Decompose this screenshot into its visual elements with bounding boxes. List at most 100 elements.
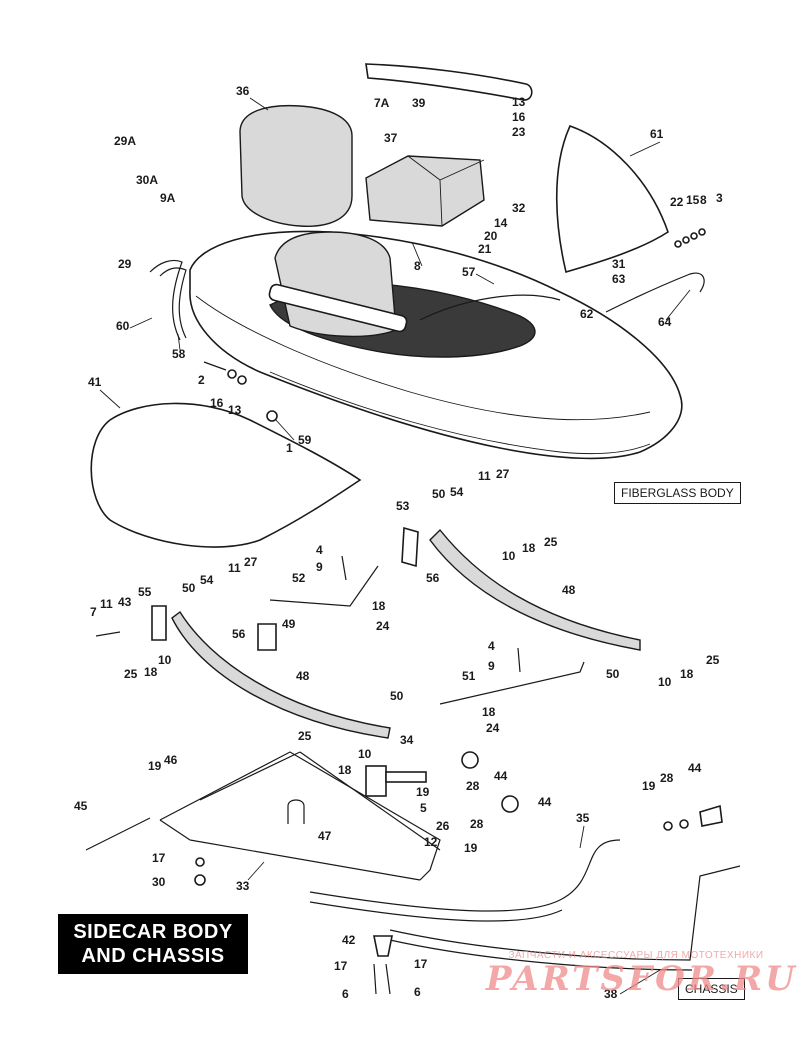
callout: 54 — [200, 573, 214, 587]
callout: 24 — [486, 721, 500, 735]
seat-cushion-edges — [407, 155, 485, 227]
rod-end-44-upper — [461, 751, 479, 769]
callout: 31 — [612, 257, 626, 271]
section-label-fiberglass-body: FIBERGLASS BODY — [614, 482, 741, 504]
callout: 48 — [296, 669, 310, 683]
callout: 1 — [286, 441, 293, 455]
callout: 18 — [144, 665, 158, 679]
mount-bolt-45 — [85, 817, 151, 851]
callout: 44 — [538, 795, 552, 809]
grommet-59 — [266, 410, 278, 422]
callout: 58 — [172, 347, 186, 361]
tonneau-cover — [90, 402, 362, 548]
seat-back-cushion — [239, 104, 353, 227]
callout: 18 — [680, 667, 694, 681]
bracket-42 — [373, 935, 393, 957]
callout: 10 — [658, 675, 672, 689]
bracket-49 — [257, 623, 277, 651]
washer-22 — [674, 240, 682, 248]
callout: 34 — [400, 733, 414, 747]
callout: 63 — [612, 272, 626, 286]
callout: 55 — [138, 585, 152, 599]
callout: 3 — [716, 191, 723, 205]
callout: 47 — [318, 829, 332, 843]
callout: 17 — [152, 851, 166, 865]
section-label-chassis: CHASSIS — [678, 978, 745, 1000]
callout: 13 — [228, 403, 242, 417]
callout: 7A — [374, 96, 390, 110]
callout: 59 — [298, 433, 312, 447]
washer-28-right — [679, 819, 689, 829]
callout: 29A — [114, 134, 136, 148]
callout: 38 — [604, 987, 618, 1001]
callout: 60 — [116, 319, 130, 333]
rod-end-44-right — [699, 804, 723, 827]
callout: 22 — [670, 195, 684, 209]
callout: 42 — [342, 933, 356, 947]
axle-shaft — [385, 771, 427, 783]
bolt-6-left — [373, 963, 377, 995]
callout: 10 — [502, 549, 516, 563]
callout: 16 — [210, 396, 224, 410]
callout: 57 — [462, 265, 476, 279]
callout: 25 — [544, 535, 558, 549]
bolt-4-lower — [517, 647, 521, 673]
diagram-title-box: SIDECAR BODY AND CHASSIS — [58, 914, 248, 974]
tube-38 — [389, 865, 741, 961]
screw-3 — [698, 228, 706, 236]
bolt-7 — [95, 631, 121, 637]
callout: 16 — [512, 110, 526, 124]
washer-30 — [194, 874, 206, 886]
callout: 9 — [488, 659, 495, 673]
callout: 48 — [562, 583, 576, 597]
callout: 11 — [100, 597, 113, 611]
callout: 33 — [236, 879, 250, 893]
callout: 56 — [426, 571, 440, 585]
callout: 10 — [358, 747, 372, 761]
watermark-caption: ЗАПЧАСТИ И АКСЕССУАРЫ ДЛЯ МОТОТЕХНИКИ — [508, 950, 764, 961]
hull-trim-strip — [149, 259, 183, 341]
callout: 30 — [152, 875, 166, 889]
washer-16 — [227, 369, 237, 379]
callout: 25 — [298, 729, 312, 743]
seat-front-bolster — [268, 283, 408, 333]
callout: 26 — [436, 819, 450, 833]
chassis-frame — [159, 751, 441, 881]
callout: 15 — [686, 193, 700, 207]
callout: 51 — [462, 669, 476, 683]
callout: 18 — [522, 541, 536, 555]
callout: 41 — [88, 375, 102, 389]
callout: 7 — [90, 605, 97, 619]
nut-8 — [690, 232, 698, 240]
washer-15 — [682, 236, 690, 244]
callout: 8 — [414, 259, 421, 273]
callout: 2 — [198, 373, 205, 387]
callout: 6 — [342, 987, 349, 1001]
callout: 62 — [580, 307, 594, 321]
callout: 39 — [412, 96, 426, 110]
callout: 49 — [282, 617, 296, 631]
callout: 19 — [148, 759, 162, 773]
callout: 52 — [292, 571, 306, 585]
callout: 43 — [118, 595, 132, 609]
grab-rail — [365, 63, 533, 101]
leader-lines — [99, 97, 691, 995]
callout-labels: 36 7A 39 13 16 23 29A 30A 9A 37 61 32 14… — [74, 84, 723, 1001]
callout: 30A — [136, 173, 158, 187]
callout: 11 — [478, 469, 491, 483]
callout: 25 — [706, 653, 720, 667]
callout: 44 — [494, 769, 508, 783]
u-bolt-47 — [287, 799, 305, 824]
callout: 28 — [470, 817, 484, 831]
callout: 4 — [316, 543, 323, 557]
callout: 45 — [74, 799, 88, 813]
callout: 5 — [420, 801, 427, 815]
callout: 17 — [414, 957, 428, 971]
callout: 56 — [232, 627, 246, 641]
hull-bottom-line — [269, 371, 651, 454]
callout: 50 — [390, 689, 404, 703]
windshield — [555, 125, 669, 274]
callout: 32 — [512, 201, 526, 215]
